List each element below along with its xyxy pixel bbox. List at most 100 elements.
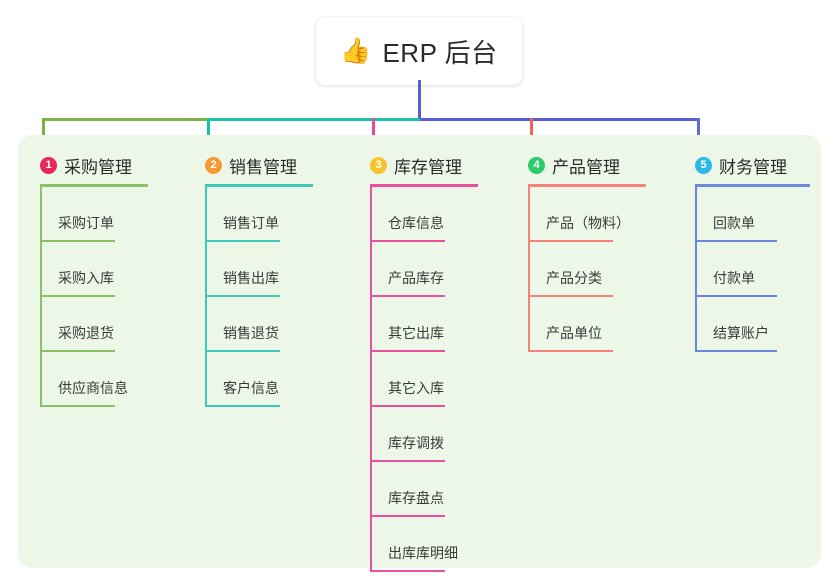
menu-item[interactable]: 销售出库 (205, 242, 313, 297)
category-column-1: 1 采购管理采购订单采购入库采购退货供应商信息 (40, 152, 148, 407)
menu-item[interactable]: 供应商信息 (40, 352, 148, 407)
category-header-5[interactable]: 5 财务管理 (695, 152, 810, 178)
menu-item-label: 采购订单 (58, 215, 114, 231)
category-header-3[interactable]: 3 库存管理 (370, 152, 478, 178)
category-spine-3 (370, 187, 372, 572)
menu-item-underline (370, 240, 445, 242)
category-spine-1 (40, 187, 42, 407)
menu-item-label: 出库库明细 (388, 545, 458, 561)
menu-item-label: 仓库信息 (388, 215, 444, 231)
menu-item-underline (528, 240, 613, 242)
menu-item-label: 结算账户 (713, 325, 769, 341)
connector-bar-segment-1 (42, 118, 210, 121)
root-trunk-line (418, 80, 421, 121)
category-column-3: 3 库存管理仓库信息产品库存其它出库其它入库库存调拨库存盘点出库库明细 (370, 152, 478, 572)
category-underline-3 (370, 184, 478, 187)
menu-item-label: 产品分类 (546, 270, 602, 286)
category-items-5: 回款单付款单结算账户 (695, 187, 810, 352)
menu-item-label: 其它入库 (388, 380, 444, 396)
menu-item[interactable]: 付款单 (695, 242, 810, 297)
menu-item-label: 供应商信息 (58, 380, 128, 396)
menu-item[interactable]: 产品分类 (528, 242, 646, 297)
category-badge-2: 2 (205, 156, 222, 174)
menu-item[interactable]: 结算账户 (695, 297, 810, 352)
menu-item-underline (40, 295, 115, 297)
category-underline-5 (695, 184, 810, 187)
menu-item[interactable]: 采购入库 (40, 242, 148, 297)
menu-item-underline (695, 350, 777, 352)
menu-item-underline (205, 295, 280, 297)
category-badge-4: 4 (528, 156, 545, 174)
menu-item[interactable]: 产品（物料） (528, 187, 646, 242)
category-underline-1 (40, 184, 148, 187)
menu-item[interactable]: 库存盘点 (370, 462, 478, 517)
category-spine-2 (205, 187, 207, 407)
menu-item-underline (370, 350, 445, 352)
menu-item[interactable]: 采购订单 (40, 187, 148, 242)
category-column-5: 5 财务管理回款单付款单结算账户 (695, 152, 810, 352)
category-column-2: 2 销售管理销售订单销售出库销售退货客户信息 (205, 152, 313, 407)
mindmap-panel: 1 采购管理采购订单采购入库采购退货供应商信息 2 销售管理销售订单销售出库销售退货客… (18, 135, 821, 572)
menu-item[interactable]: 出库库明细 (370, 517, 478, 572)
category-title-1: 采购管理 (64, 157, 132, 177)
root-node-card[interactable]: 👍 ERP 后台 (316, 17, 522, 85)
menu-item-label: 销售出库 (223, 270, 279, 286)
thumbs-up-icon: 👍 (340, 36, 372, 65)
menu-item-label: 付款单 (713, 270, 755, 286)
category-underline-2 (205, 184, 313, 187)
menu-item-underline (370, 515, 445, 517)
category-badge-1: 1 (40, 156, 57, 174)
category-items-2: 销售订单销售出库销售退货客户信息 (205, 187, 313, 407)
connector-bar-segment-2 (207, 118, 423, 121)
menu-item-label: 回款单 (713, 215, 755, 231)
menu-item[interactable]: 仓库信息 (370, 187, 478, 242)
category-spine-5 (695, 187, 697, 352)
category-header-2[interactable]: 2 销售管理 (205, 152, 313, 178)
menu-item-label: 库存盘点 (388, 490, 444, 506)
category-header-4[interactable]: 4 产品管理 (528, 152, 646, 178)
menu-item-underline (205, 405, 280, 407)
menu-item[interactable]: 库存调拨 (370, 407, 478, 462)
root-title: ERP 后台 (382, 37, 498, 68)
category-items-1: 采购订单采购入库采购退货供应商信息 (40, 187, 148, 407)
menu-item-underline (528, 295, 613, 297)
menu-item[interactable]: 其它出库 (370, 297, 478, 352)
menu-item-label: 产品（物料） (546, 215, 630, 231)
category-items-4: 产品（物料） 产品分类产品单位 (528, 187, 646, 352)
menu-item-underline (40, 350, 115, 352)
menu-item-underline (528, 350, 613, 352)
menu-item-underline (40, 240, 115, 242)
connector-bar-segment-3 (420, 118, 700, 121)
menu-item-label: 库存调拨 (388, 435, 444, 451)
menu-item-underline (695, 295, 777, 297)
menu-item-label: 采购退货 (58, 325, 114, 341)
menu-item[interactable]: 销售退货 (205, 297, 313, 352)
category-spine-4 (528, 187, 530, 352)
category-header-1[interactable]: 1 采购管理 (40, 152, 148, 178)
menu-item-underline (370, 295, 445, 297)
menu-item[interactable]: 其它入库 (370, 352, 478, 407)
menu-item[interactable]: 客户信息 (205, 352, 313, 407)
category-title-3: 库存管理 (394, 157, 462, 177)
menu-item-label: 产品库存 (388, 270, 444, 286)
menu-item[interactable]: 采购退货 (40, 297, 148, 352)
menu-item-label: 其它出库 (388, 325, 444, 341)
menu-item-underline (695, 240, 777, 242)
menu-item[interactable]: 销售订单 (205, 187, 313, 242)
menu-item-label: 销售订单 (223, 215, 279, 231)
category-badge-3: 3 (370, 156, 387, 174)
menu-item-underline (205, 240, 280, 242)
menu-item[interactable]: 回款单 (695, 187, 810, 242)
category-title-5: 财务管理 (719, 157, 787, 177)
category-underline-4 (528, 184, 646, 187)
category-items-3: 仓库信息产品库存其它出库其它入库库存调拨库存盘点出库库明细 (370, 187, 478, 572)
menu-item-label: 客户信息 (223, 380, 279, 396)
menu-item-underline (370, 405, 445, 407)
menu-item-label: 产品单位 (546, 325, 602, 341)
category-badge-5: 5 (695, 156, 712, 174)
category-title-2: 销售管理 (229, 157, 297, 177)
menu-item[interactable]: 产品单位 (528, 297, 646, 352)
menu-item-underline (40, 405, 115, 407)
menu-item[interactable]: 产品库存 (370, 242, 478, 297)
category-title-4: 产品管理 (552, 157, 620, 177)
